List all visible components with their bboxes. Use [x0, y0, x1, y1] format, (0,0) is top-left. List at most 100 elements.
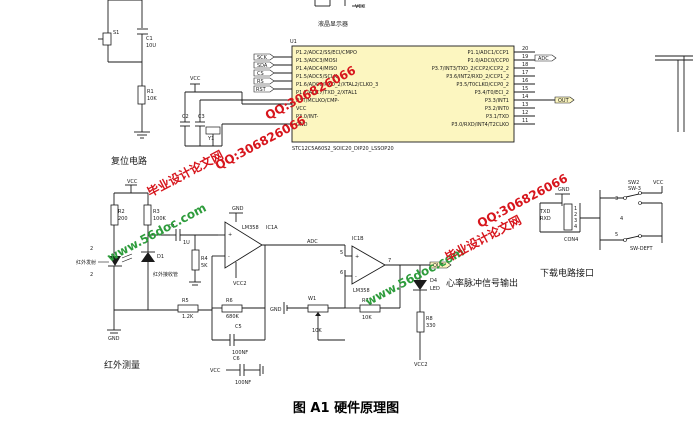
pulse-label: 心率脉冲信号输出 [446, 277, 518, 289]
r2-label: R2 [118, 209, 125, 215]
mcu-pin-l3: P1.4/ADC4/MISO [296, 66, 337, 72]
reset-label: 复位电路 [111, 155, 147, 167]
opa-plus: + [228, 232, 232, 238]
net-adc-mcu: ADC [538, 56, 549, 62]
pin-num-17: 17 [522, 70, 528, 76]
mcu-part: STC12C5A60S2_SOIC20_DIP20_LSSOP20 [292, 146, 394, 152]
mcu-pin-l7: RST/MCLKO/CMP- [296, 98, 339, 104]
c5-label: C5 [235, 324, 242, 330]
dl-gnd-label: GND [558, 187, 570, 193]
r5-label: R5 [182, 298, 189, 304]
opb-out-num: 7 [388, 258, 391, 264]
sw2-type: SW-3 [628, 186, 641, 192]
mcu-body [291, 45, 515, 143]
mcu-pin-r2: P1.0/ADC0/CCP0 [468, 58, 509, 64]
mcu-pin-r10: P3.0/RXD/INT4/T2CLKO [451, 122, 509, 128]
reset-circuit: S1 C1 10U R1 10K [98, 0, 157, 139]
mcu-pin-l2: P1.3/ADC3/MOSI [296, 58, 337, 64]
sw-pin5: 5 [615, 232, 618, 238]
opb-minus: - [355, 274, 357, 280]
c2-label: C2 [182, 114, 189, 120]
opa-gnd-label: GND [232, 206, 244, 212]
mcu-pin-r5: P3.5/T0CLKO/CCP0_2 [456, 82, 509, 88]
crystal-circuit: VCC C2 C3 Y1 [180, 76, 242, 147]
mcu-pin-l10: GND [296, 122, 308, 128]
con4-label: CON4 [564, 237, 578, 243]
download-interface: GND TXD RXD 1 2 3 4 CON4 SW2 SW-3 VCC 4 [539, 180, 664, 252]
connector-con4 [563, 203, 573, 231]
c6-value: 100NF [235, 380, 251, 386]
opb-in-num: 5 [340, 250, 343, 256]
pin-num-12: 12 [522, 110, 528, 116]
r4-label: R4 [201, 256, 208, 262]
con-pin3: 3 [574, 218, 577, 224]
net-cs: CS [257, 71, 264, 77]
pin-num-16: 16 [522, 78, 528, 84]
sw-pin3: 3 [615, 196, 618, 202]
lcd-vcc-label: VCC [355, 4, 366, 10]
d4-value: LED [430, 286, 440, 292]
opa-vcc2-label: VCC2 [233, 281, 247, 287]
mcu-pin-l6: P1.7/ADC7/TXD_2/XTAL1 [296, 90, 357, 96]
net-out-label: OUT [433, 263, 445, 269]
opamp-ic1b: + - IC1B LM358 7 5 6 [340, 236, 430, 294]
c1-label: C1 [146, 36, 153, 42]
resistor-r6 [221, 304, 243, 313]
pin-num-19: 19 [522, 54, 528, 60]
crystal-y1 [205, 126, 221, 135]
led-d4 [413, 280, 427, 290]
resistor-r7 [359, 304, 381, 313]
mcu-pin-r7: P3.3/INT1 [485, 98, 509, 104]
opb-plus: + [355, 254, 359, 260]
sw-pin4: 4 [620, 216, 623, 222]
con-pin2: 2 [574, 212, 577, 218]
output-stage: R7 10K D4 LED R8 330 VCC2 OUT [345, 261, 452, 368]
crystal-vcc-label: VCC [190, 76, 201, 82]
pin-num-15: 15 [522, 86, 528, 92]
pin-num-13: 13 [522, 102, 528, 108]
sw-deft-label: SW-DEFT [630, 246, 654, 252]
d4-label: D4 [430, 278, 437, 284]
ir-vcc-label: VCC [127, 179, 138, 185]
dl-txd-label: TXD [539, 209, 550, 215]
r1-value: 10K [147, 96, 157, 102]
r8-value: 330 [426, 323, 436, 329]
ir-receiver-label: 红外接收管 [153, 271, 178, 278]
ir-gnd-label: GND [108, 336, 120, 342]
ir-circuit: VCC R2 200 R3 100K 红外发射 2 2 D1 红外接收管 GND [76, 179, 212, 342]
sw2-label: SW2 [628, 180, 639, 186]
w1-value: 10K [312, 328, 322, 334]
mcu-ref: U1 [290, 39, 297, 45]
r7-label: R7 [362, 298, 369, 304]
resistor-r1 [137, 85, 146, 105]
sw-vcc-label: VCC [653, 180, 664, 186]
r8-label: R8 [426, 316, 433, 322]
net-rst: RST [256, 87, 267, 93]
opamp-a-body [224, 221, 263, 269]
pin-num-11: 11 [522, 118, 528, 124]
switch-s1 [102, 32, 112, 46]
con-pin1: 1 [574, 206, 577, 212]
d-rx-label: D1 [157, 254, 164, 260]
ir-emitter-label: 红外发射 [76, 259, 96, 266]
pin-num-14: 14 [522, 94, 528, 100]
lcd-label: 液晶显示器 [318, 20, 348, 28]
con-pin4: 4 [574, 224, 577, 230]
c5-value: 100NF [232, 350, 248, 356]
opa-minus: - [228, 254, 230, 260]
watermark-qq-2: QQ:306826066 [475, 171, 570, 230]
net-sck: SCK [257, 55, 268, 61]
ir-emitter-diode [109, 256, 121, 266]
feedback-network: R5 1.2K R6 680K C5 100NF C6 VCC 100NF [177, 245, 266, 386]
lcd-bus [655, 55, 693, 132]
mcu-pin-l5: P1.6/ADC6/RXD_2/XTAL2/CLKO_3 [296, 82, 378, 88]
net-adc-label: ADC [307, 239, 318, 245]
c4-label: C4 [168, 224, 175, 230]
opamp-b-body [351, 245, 386, 285]
mcu-pin-l1: P1.2/ADC2/SS/ECI/CMPO [296, 50, 357, 56]
mcu-pin-r3: P3.7/INT3/TXD_2/CCP2/CCP2_2 [432, 66, 509, 72]
resistor-r3 [143, 204, 152, 226]
net-sda: SDA [257, 63, 268, 69]
r3-label: R3 [153, 209, 160, 215]
